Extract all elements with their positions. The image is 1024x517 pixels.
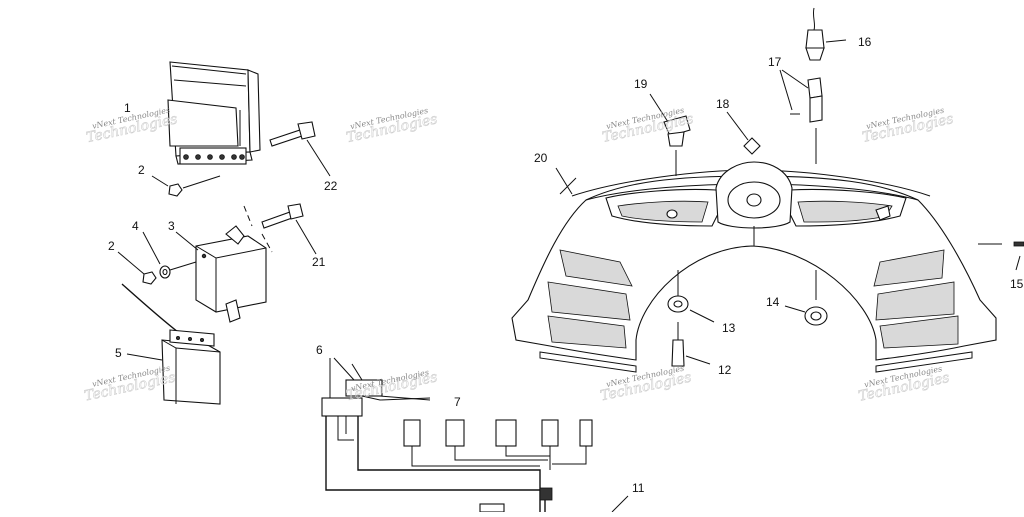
bolt-21 — [243, 203, 317, 255]
washer-4 — [142, 231, 197, 279]
callout-18: 18 — [716, 97, 730, 111]
grommet-13 — [667, 270, 715, 323]
callout-6: 6 — [316, 343, 323, 357]
nut-2-lower — [117, 251, 157, 285]
nut-2-top — [151, 175, 221, 197]
clip-18 — [726, 111, 761, 155]
callout-13: 13 — [722, 321, 736, 335]
callout-11: 11 — [632, 481, 645, 495]
grommet-14 — [784, 270, 828, 326]
callout-22: 22 — [324, 179, 338, 193]
callout-16: 16 — [858, 35, 872, 49]
bolt-22 — [269, 121, 331, 177]
voltage-regulator — [195, 225, 267, 323]
callout-4: 4 — [132, 219, 139, 233]
callout-19: 19 — [634, 77, 648, 91]
bulb-16 — [805, 7, 847, 61]
callout-7: 7 — [454, 395, 461, 409]
callout-14: 14 — [766, 295, 780, 309]
callout-20: 20 — [534, 151, 548, 165]
callout-2a: 2 — [138, 163, 145, 177]
wiring-harness — [321, 357, 629, 513]
callout-15: 15 — [1010, 277, 1024, 291]
knob-19 — [649, 93, 691, 176]
pin-17 — [779, 69, 823, 164]
socket-12 — [671, 322, 711, 367]
dash-panel — [511, 161, 997, 373]
callout-5: 5 — [115, 346, 122, 360]
callout-3: 3 — [168, 219, 175, 233]
callout-17: 17 — [768, 55, 782, 69]
callout-12: 12 — [718, 363, 732, 377]
callout-21: 21 — [312, 255, 326, 269]
cdi-module — [167, 61, 261, 165]
rectifier-module — [121, 283, 221, 405]
part-15 — [978, 241, 1024, 271]
callout-1: 1 — [124, 101, 131, 115]
callout-2b: 2 — [108, 239, 115, 253]
